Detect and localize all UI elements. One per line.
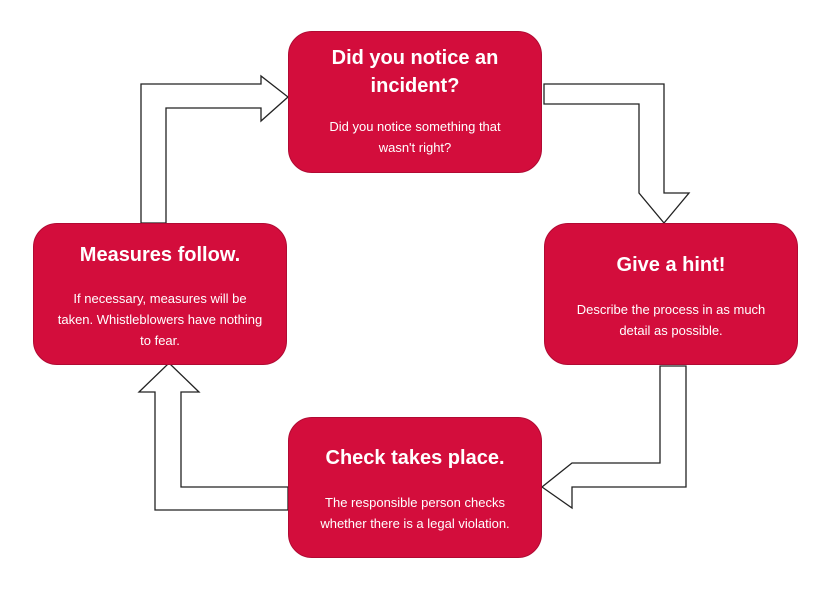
step-give-hint: Give a hint! Describe the process in as … (544, 223, 798, 365)
arrow-4-to-1 (140, 74, 290, 224)
step-description: If necessary, measures will be taken. Wh… (57, 291, 263, 348)
step-description: Did you notice something that wasn't rig… (329, 119, 501, 155)
step-description: The responsible person checks whether th… (320, 495, 510, 531)
step-description: Describe the process in as much detail a… (576, 302, 766, 338)
step-check-takes-place: Check takes place. The responsible perso… (288, 417, 542, 558)
step-measures-follow: Measures follow. If necessary, measures … (33, 223, 287, 365)
arrow-1-to-2 (543, 83, 691, 225)
arrow-2-to-3-main (540, 365, 687, 510)
step-title: Did you notice an incident? (331, 47, 499, 97)
step-title: Check takes place. (325, 447, 505, 469)
step-notice-incident: Did you notice an incident? Did you noti… (288, 31, 542, 173)
arrow-3-to-4 (137, 362, 289, 511)
step-title: Give a hint! (616, 254, 726, 276)
step-title: Measures follow. (79, 244, 241, 266)
